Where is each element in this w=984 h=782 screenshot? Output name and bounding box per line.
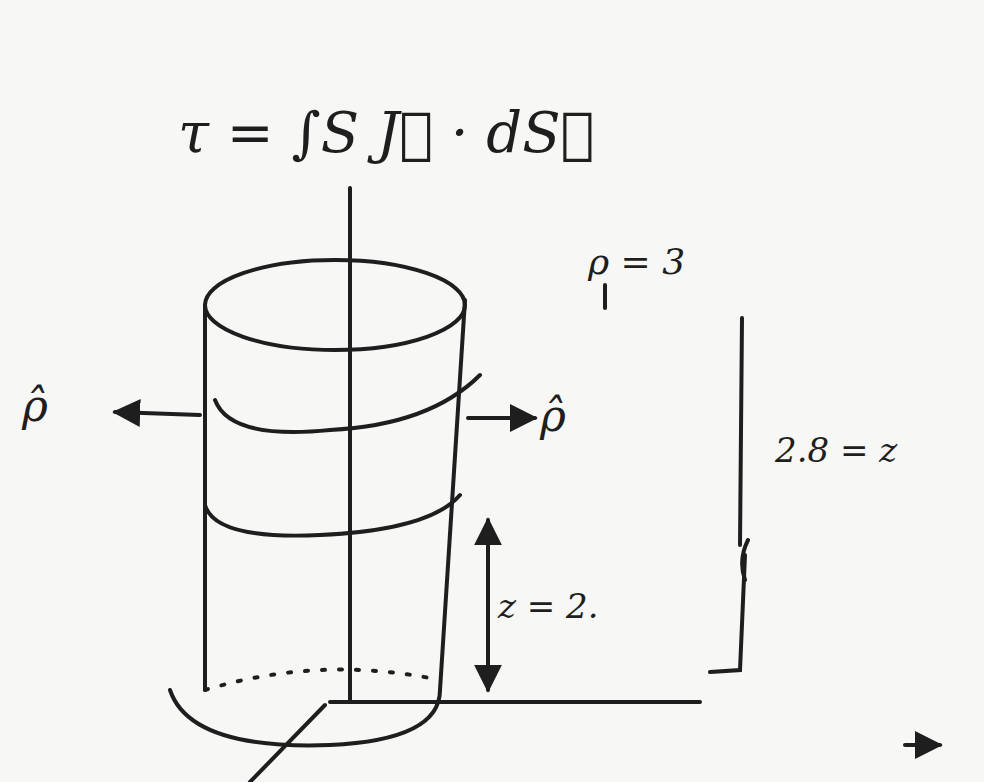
top-ellipse bbox=[205, 260, 465, 350]
height-label: 2.8 = z bbox=[775, 432, 897, 469]
height-arrow bbox=[486, 520, 490, 690]
bottom-ellipse bbox=[170, 690, 440, 745]
tick bbox=[603, 285, 607, 308]
unit-vector-label: ρ̂ bbox=[540, 392, 566, 440]
z-axis bbox=[348, 188, 352, 700]
normal-arrow bbox=[115, 412, 200, 415]
normal-arrow bbox=[468, 416, 535, 420]
current-loop bbox=[215, 375, 480, 432]
height-bracket bbox=[710, 318, 748, 672]
bottom-ellipse-hidden bbox=[205, 670, 440, 690]
height-label: z = 2. bbox=[498, 588, 598, 625]
cylinder-side bbox=[203, 305, 207, 690]
unit-vector-label: ρ̂ bbox=[22, 382, 48, 430]
current-loop bbox=[205, 495, 460, 536]
vector-mark bbox=[905, 743, 940, 747]
flux-formula: τ = ∫S J⃗ · dS⃗ bbox=[178, 102, 594, 164]
y-axis bbox=[330, 700, 700, 704]
radius-label: ρ = 3 bbox=[588, 242, 685, 282]
